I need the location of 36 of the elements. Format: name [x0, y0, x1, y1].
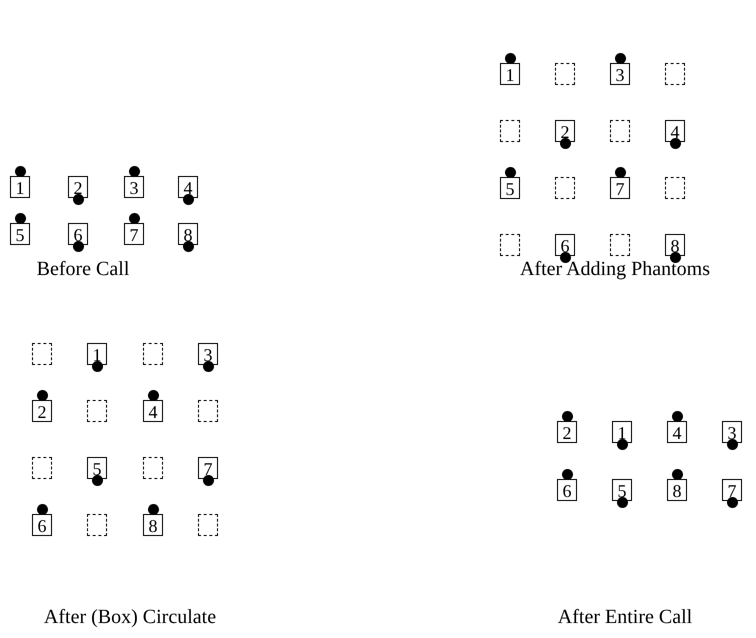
phantom-box: [665, 177, 685, 199]
panel-caption: After Entire Call: [558, 606, 692, 629]
phantom-box: [555, 177, 575, 199]
dancer-box: 4: [143, 400, 163, 422]
phantom-box: [500, 120, 520, 142]
dancer-box: 4: [667, 421, 687, 443]
phantom-box: [198, 514, 218, 536]
phantom-box: [610, 120, 630, 142]
phantom-box: [143, 457, 163, 479]
phantom-box: [198, 400, 218, 422]
phantom-box: [665, 63, 685, 85]
dancer-box: 3: [610, 63, 630, 85]
phantom-box: [555, 63, 575, 85]
phantom-box: [500, 234, 520, 256]
dancer-box: 7: [610, 177, 630, 199]
dancer-box: 1: [10, 176, 30, 198]
dancer-box: 2: [557, 421, 577, 443]
dancer-box: 6: [557, 479, 577, 501]
panel-caption: Before Call: [36, 258, 130, 281]
dancer-box: 5: [10, 223, 30, 245]
panel-caption: After (Box) Circulate: [44, 606, 216, 629]
phantom-box: [610, 234, 630, 256]
dancer-box: 6: [32, 514, 52, 536]
phantom-box: [143, 343, 163, 365]
dancer-box: 5: [500, 177, 520, 199]
dancer-box: 7: [124, 223, 144, 245]
phantom-box: [32, 457, 52, 479]
panel-caption: After Adding Phantoms: [520, 258, 710, 281]
dancer-box: 8: [143, 514, 163, 536]
dancer-box: 2: [32, 400, 52, 422]
phantom-box: [87, 514, 107, 536]
dancer-box: 1: [500, 63, 520, 85]
dancer-box: 3: [124, 176, 144, 198]
dancer-box: 8: [667, 479, 687, 501]
phantom-box: [32, 343, 52, 365]
phantom-box: [87, 400, 107, 422]
